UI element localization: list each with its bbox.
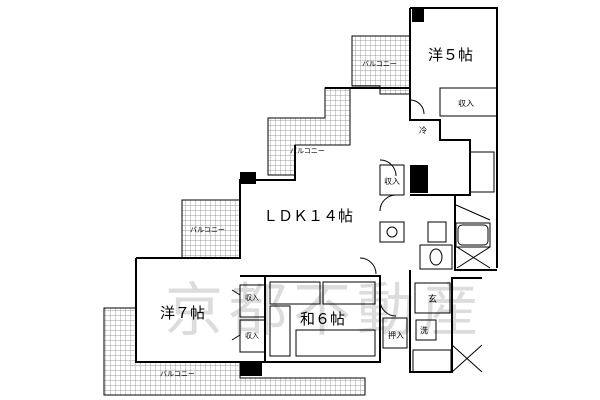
balcony-label-middle: バルコニー — [190, 226, 225, 234]
interior-lines — [231, 87, 498, 373]
closet-label-japanese: 押入 — [388, 330, 404, 340]
balcony-upper-middle — [267, 87, 351, 176]
washer-label: 洗 — [420, 325, 428, 335]
wall-posts — [240, 8, 428, 376]
room-label-japanese-6: 和６帖 — [300, 310, 345, 328]
balcony-label-bottom: バルコニー — [160, 370, 195, 378]
refrigerator-label: 冷 — [419, 125, 427, 135]
watermark-text: 京都不動産 — [165, 276, 485, 344]
balcony-label-top: バルコニー — [362, 60, 397, 68]
room-label-western-5: 洋５帖 — [428, 46, 473, 64]
entrance-label: 玄 — [428, 293, 437, 305]
storage-label-western-5: 収入 — [458, 98, 474, 108]
balcony-label-upper-middle: バルコニー — [290, 147, 325, 155]
storage-label-western-7-upper: 収入 — [245, 294, 259, 302]
room-label-western-7: 洋７帖 — [160, 304, 205, 322]
room-label-ldk: ＬＤＫ１４帖 — [263, 207, 353, 225]
storage-label-ldk: 収入 — [384, 176, 400, 186]
balconies — [103, 35, 411, 396]
storage-label-western-7-lower: 収入 — [245, 332, 259, 340]
